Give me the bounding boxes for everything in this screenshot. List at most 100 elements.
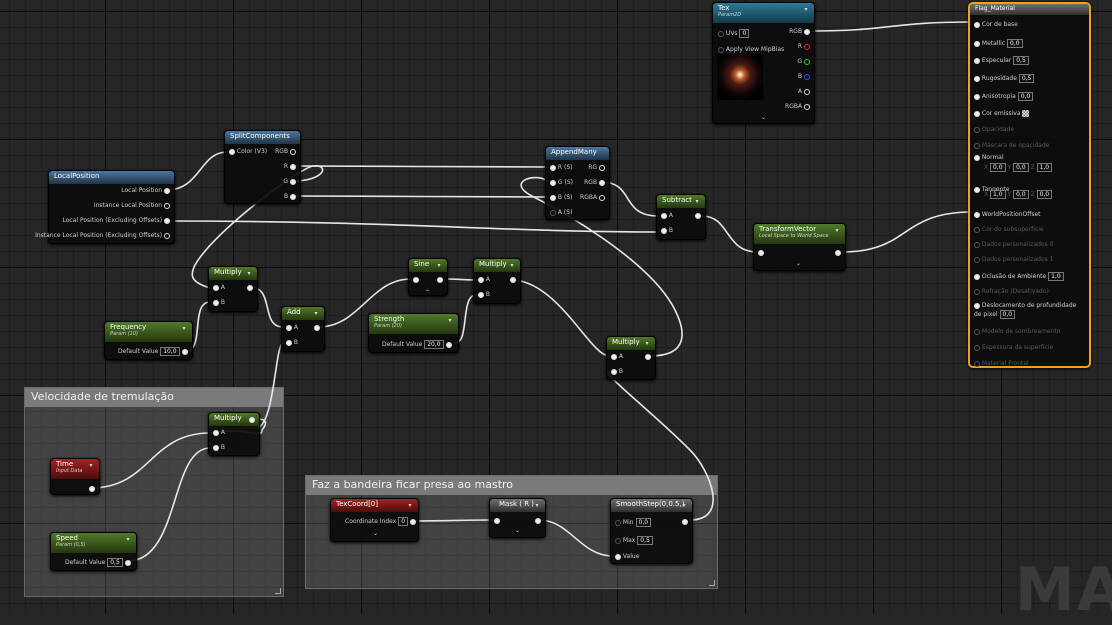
pin-icon[interactable] [213, 429, 219, 436]
pin-icon[interactable] [599, 179, 605, 186]
pin-icon[interactable] [974, 302, 980, 309]
pin-icon[interactable] [535, 517, 541, 524]
pin-in-a[interactable]: A (S) [550, 209, 572, 217]
pin-icon[interactable] [718, 30, 724, 37]
max-value-input[interactable]: 0,5 [637, 536, 653, 545]
pin-icon[interactable] [290, 148, 296, 155]
pin-out-g[interactable]: G [797, 58, 810, 66]
pin-icon[interactable] [804, 88, 810, 95]
pin-in-b[interactable]: B [213, 444, 225, 452]
pin-in-g[interactable]: G (S) [550, 179, 573, 187]
pin-icon[interactable] [599, 164, 605, 171]
pin-icon[interactable] [410, 518, 416, 525]
pin-icon[interactable] [290, 193, 296, 200]
node-sine[interactable]: Sine▾ ⌄ [408, 258, 448, 296]
pin-icon[interactable] [550, 164, 556, 171]
pin-in-value[interactable]: Value [615, 553, 639, 561]
pin-icon[interactable] [661, 212, 667, 219]
node-header[interactable]: Mask ( R )▾ [490, 499, 545, 512]
pin-icon[interactable] [164, 217, 170, 224]
pin-icon[interactable] [164, 202, 170, 209]
material-pin-row[interactable]: Dados personalizados 1 [974, 256, 1053, 264]
material-pin-row[interactable]: Refração (Desativado) [974, 288, 1049, 296]
material-pin-row[interactable]: Rugosidade 0,5 [974, 74, 1035, 83]
pin-out[interactable] [247, 284, 253, 292]
pin-icon[interactable] [247, 284, 253, 291]
pin-out-rgb[interactable]: RGB [584, 179, 605, 187]
pin-in-b[interactable]: B [611, 368, 623, 376]
pin-icon[interactable] [804, 28, 810, 35]
pin-icon[interactable] [974, 273, 980, 280]
pin-icon[interactable] [290, 163, 296, 170]
pin-icon[interactable] [611, 368, 617, 375]
pin-icon[interactable] [164, 232, 170, 239]
pin-out[interactable] [682, 518, 688, 526]
chevron-down-icon[interactable]: ▾ [314, 310, 318, 317]
pin-in-b[interactable]: B [286, 339, 298, 347]
node-header[interactable]: Multiply▾ [474, 259, 520, 272]
pin-instance-local-position[interactable]: Instance Local Position [94, 202, 170, 210]
tangent-z-input[interactable]: 0,0 [1036, 190, 1053, 199]
node-texcoord[interactable]: TexCoord[0]▾ Coordinate Index 0 ⌄ [330, 498, 419, 542]
pin-icon[interactable] [974, 75, 980, 82]
node-multiply-4[interactable]: Multiply▾ A B [606, 336, 656, 380]
pin-out-r[interactable]: R [798, 43, 810, 51]
pin-in[interactable] [758, 249, 764, 257]
node-header[interactable]: SmoothStep(0,0.5,)▾ [611, 499, 692, 512]
pin-in-r[interactable]: R (S) [550, 164, 573, 172]
pin-icon[interactable] [974, 57, 980, 64]
pin-instance-local-position-excl[interactable]: Instance Local Position (Excluding Offse… [35, 232, 170, 240]
pin-out-rgba[interactable]: RGBA [580, 194, 605, 202]
pin-icon[interactable] [89, 485, 95, 492]
default-value-input[interactable]: 10,0 [160, 347, 180, 356]
pin-icon[interactable] [550, 194, 556, 201]
pin-icon[interactable] [974, 93, 980, 100]
pin-icon[interactable] [695, 212, 701, 219]
pin-apply-mipbias[interactable]: Apply View MipBias [718, 46, 784, 54]
chevron-down-icon[interactable]: ⌄ [373, 530, 379, 537]
comment-title[interactable]: Velocidade de tremulação [25, 388, 283, 407]
node-mask[interactable]: Mask ( R )▾ ⌄ [489, 498, 546, 538]
chevron-down-icon[interactable]: ▾ [126, 536, 130, 543]
chevron-down-icon[interactable]: ▾ [645, 340, 649, 347]
pin-value-input[interactable]: 0,0 [1007, 39, 1023, 48]
pin-icon[interactable] [974, 241, 980, 248]
node-multiply-1[interactable]: Multiply▾ A B [208, 266, 258, 312]
tangent-x-input[interactable]: 1,0 [990, 190, 1006, 199]
pin-icon[interactable] [550, 179, 556, 186]
pin-icon[interactable] [974, 186, 980, 193]
chevron-down-icon[interactable]: ▾ [535, 502, 539, 509]
material-pin-row[interactable]: Metallic 0,0 [974, 39, 1023, 48]
pin-value-input[interactable]: 0,5 [1013, 56, 1029, 65]
node-header[interactable]: Flag_Material [970, 4, 1089, 15]
node-header[interactable]: LocalPosition [49, 171, 174, 184]
chevron-down-icon[interactable]: ▾ [437, 262, 441, 269]
pin-icon[interactable] [974, 344, 980, 351]
pin-icon[interactable] [615, 519, 621, 526]
pin-icon[interactable] [974, 328, 980, 335]
pin-out-b[interactable]: B [284, 193, 296, 201]
pin-icon[interactable] [478, 276, 484, 283]
normal-z-input[interactable]: 1,0 [1036, 163, 1053, 172]
pin-icon[interactable] [494, 517, 500, 524]
pin-icon[interactable] [804, 58, 810, 65]
material-pin-row[interactable]: Anisotropia 0,0 [974, 92, 1034, 101]
material-pin-row[interactable]: Dados personalizados 0 [974, 241, 1053, 249]
pin-icon[interactable] [286, 339, 292, 346]
default-value-row[interactable]: Default Value 20,0 [382, 340, 452, 349]
pin-icon[interactable] [249, 416, 255, 423]
pin-out[interactable] [437, 276, 443, 284]
pin-icon[interactable] [181, 348, 188, 355]
chevron-down-icon[interactable]: ▾ [89, 462, 93, 469]
pin-icon[interactable] [213, 299, 219, 306]
node-subtract[interactable]: Subtract▾ A B [656, 194, 706, 240]
node-split-components[interactable]: SplitComponents Color (V3) RGB R G B [224, 130, 301, 204]
pin-icon[interactable] [974, 21, 980, 28]
pin-in-color[interactable]: Color (V3) [229, 148, 267, 156]
